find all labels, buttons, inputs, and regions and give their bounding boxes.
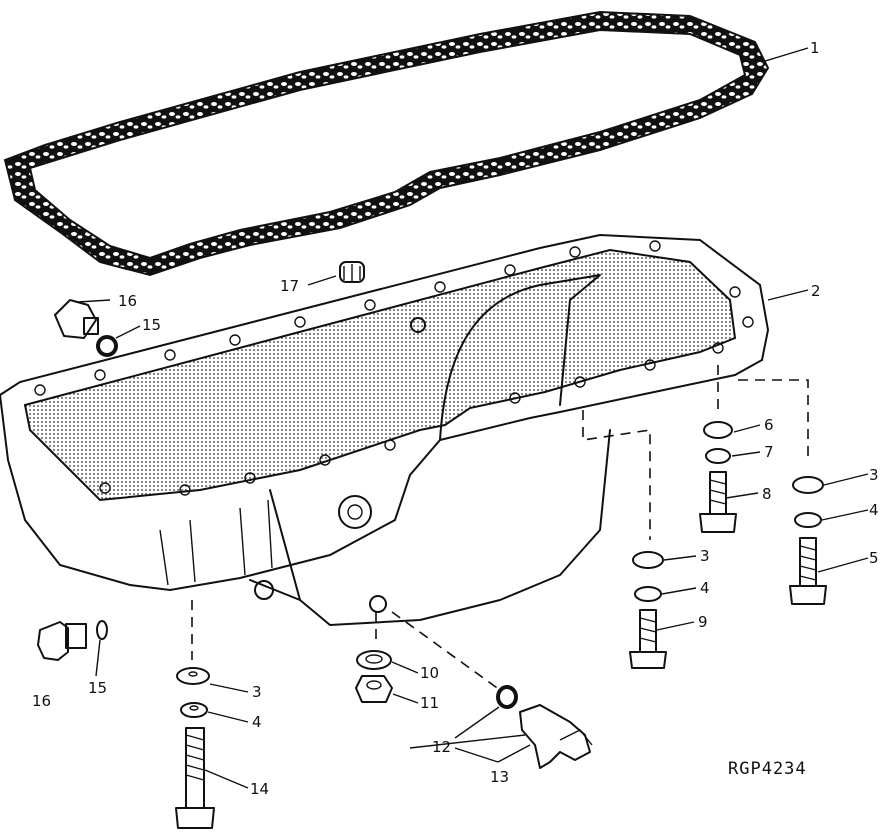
lock-washer-7 <box>705 448 731 464</box>
drain-plug-16-upper <box>54 299 99 339</box>
callout-1: 1 <box>810 39 820 57</box>
assembly-line-fitting <box>391 611 501 691</box>
callout-11: 11 <box>420 694 439 712</box>
callout-labels: 1 2 6 7 8 3 4 5 3 4 9 3 4 14 10 11 12 13… <box>32 39 879 798</box>
callout-16-upper: 16 <box>118 292 137 310</box>
washer-10 <box>356 650 392 670</box>
callout-15-lower: 15 <box>88 679 107 697</box>
callout-4-left: 4 <box>252 713 262 731</box>
washer-15-upper <box>96 335 118 357</box>
flat-washer-3-middle <box>632 551 664 569</box>
oil-pan-gasket <box>3 10 770 277</box>
nut-11 <box>355 675 393 703</box>
o-ring-12 <box>496 685 518 709</box>
lock-washer-4-middle <box>634 586 662 602</box>
callout-3-middle: 3 <box>700 547 710 565</box>
callout-leaders <box>77 47 869 789</box>
flat-washer-3-right <box>792 476 824 494</box>
callout-12: 12 <box>432 738 451 756</box>
cap-screw-5 <box>789 537 827 605</box>
figure-code: RGP4234 <box>728 759 807 779</box>
washer-15-lower <box>96 620 108 640</box>
callout-16-lower: 16 <box>32 692 51 710</box>
callout-5: 5 <box>869 549 879 567</box>
cap-screw-9 <box>629 609 667 669</box>
callout-2: 2 <box>811 282 821 300</box>
pipe-plug-17 <box>339 261 365 283</box>
flat-washer-6 <box>703 421 733 439</box>
assembly-line-right-b <box>738 379 809 460</box>
callout-4-right: 4 <box>869 501 879 519</box>
callout-17: 17 <box>280 277 299 295</box>
cap-screw-8 <box>699 471 737 533</box>
callout-14: 14 <box>250 780 269 798</box>
drain-plug-16-lower <box>37 621 87 661</box>
callout-15-upper: 15 <box>142 316 161 334</box>
callout-3-left: 3 <box>252 683 262 701</box>
callout-10: 10 <box>420 664 439 682</box>
callout-8: 8 <box>762 485 772 503</box>
callout-7: 7 <box>764 443 774 461</box>
oil-pan <box>0 233 770 626</box>
flat-washer-3-left <box>176 667 210 685</box>
cap-screw-14 <box>175 727 215 829</box>
lock-washer-4-right <box>794 512 822 528</box>
drain-fitting-13 <box>519 704 593 769</box>
callout-4-middle: 4 <box>700 579 710 597</box>
callout-9: 9 <box>698 613 708 631</box>
callout-13: 13 <box>490 768 509 786</box>
assembly-line-middle <box>582 410 651 540</box>
lock-washer-4-left <box>180 702 208 718</box>
callout-3-right: 3 <box>869 466 879 484</box>
callout-6: 6 <box>764 416 774 434</box>
